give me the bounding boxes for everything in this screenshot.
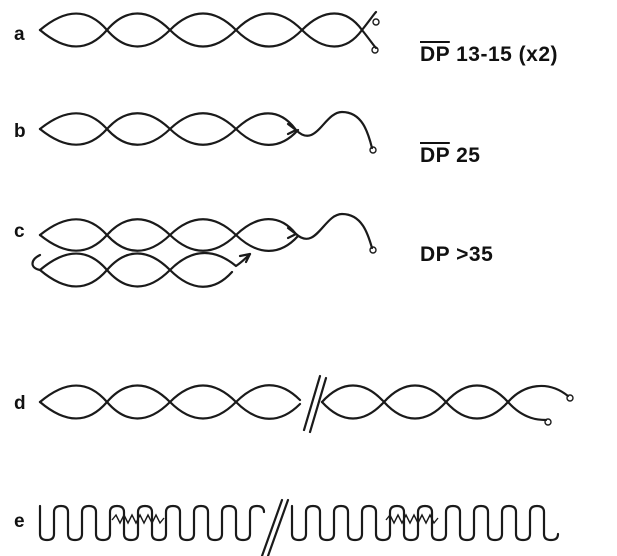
row-c-lower-helix	[33, 253, 251, 287]
row-d-end-marker-1	[567, 395, 573, 401]
row-d-strand-2	[40, 385, 300, 418]
row-a-end-marker-1	[373, 19, 379, 25]
row-d-end-marker-2	[545, 419, 551, 425]
row-c-upper-helix	[40, 214, 376, 253]
row-d-helix	[40, 376, 573, 432]
row-e-zigzag-2	[386, 515, 438, 523]
row-b-helix	[40, 112, 376, 153]
row-a-helix	[40, 12, 379, 53]
row-b-strand-2	[40, 112, 372, 148]
row-e-meander	[40, 500, 558, 556]
row-d-strand-4	[322, 386, 568, 419]
row-c-lower-strand-1	[33, 254, 233, 287]
row-c-lower-strand-2	[40, 253, 250, 287]
row-e-meander-right	[292, 506, 558, 540]
